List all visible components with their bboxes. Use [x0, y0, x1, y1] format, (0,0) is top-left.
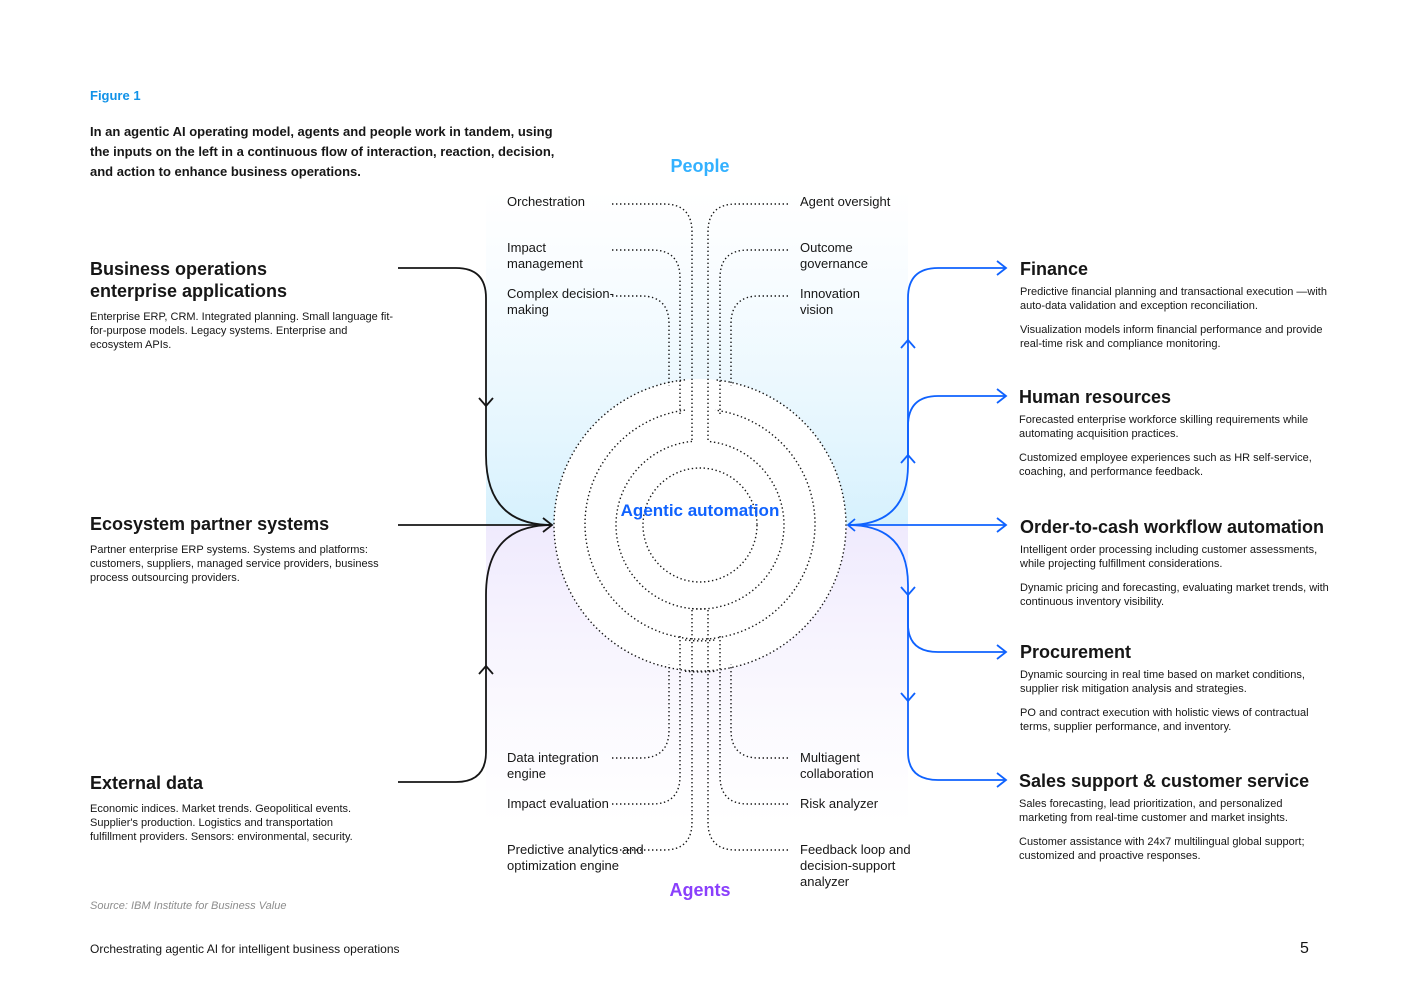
output-description: Customer assistance with 24x7 multilingu… [1019, 836, 1305, 862]
output-description: PO and contract execution with holistic … [1020, 707, 1309, 733]
people-item-orchestration: Orchestration [507, 194, 586, 209]
input-description: Partner enterprise ERP systems. Systems … [90, 544, 379, 584]
agent-item-multiagent-collaboration: Multiagent collaboration [800, 750, 874, 781]
output-order-to-cash: Order-to-cash workflow automation Intell… [1020, 516, 1330, 609]
output-human-resources: Human resources Forecasted enterprise wo… [1019, 386, 1319, 479]
output-title: Procurement [1020, 642, 1132, 662]
output-title: Human resources [1019, 387, 1172, 407]
agents-label: Agents [669, 880, 731, 900]
input-description: Economic indices. Market trends. Geopoli… [90, 803, 353, 843]
figure-caption: In an agentic AI operating model, agents… [90, 124, 555, 179]
output-description: Sales forecasting, lead prioritization, … [1019, 798, 1288, 824]
page-number: 5 [1300, 940, 1309, 957]
output-description: Visualization models inform financial pe… [1020, 324, 1323, 350]
input-title: Ecosystem partner systems [90, 514, 330, 534]
agent-item-impact-evaluation: Impact evaluation [507, 796, 609, 811]
output-title: Sales support & customer service [1019, 771, 1310, 791]
input-connectors [398, 267, 554, 783]
agent-item-predictive-analytics: Predictive analytics and optimization en… [507, 842, 644, 873]
people-item-agent-oversight: Agent oversight [800, 194, 891, 209]
input-ecosystem-partners: Ecosystem partner systems Partner enterp… [90, 513, 400, 585]
output-description: Dynamic sourcing in real time based on m… [1020, 669, 1305, 695]
page-footer: Orchestrating agentic AI for intelligent… [90, 942, 400, 956]
output-title: Order-to-cash workflow automation [1020, 517, 1325, 537]
agent-item-risk-analyzer: Risk analyzer [800, 796, 879, 811]
figure-label: Figure 1 [90, 88, 141, 103]
input-business-operations: Business operations enterprise applicati… [90, 258, 400, 352]
input-description: Enterprise ERP, CRM. Integrated planning… [90, 311, 394, 351]
output-sales-support: Sales support & customer service Sales f… [1019, 770, 1324, 863]
agentic-automation-label: Agentic automation [620, 501, 780, 520]
dotted-spokes [612, 203, 788, 851]
output-description: Customized employee experiences such as … [1019, 452, 1312, 478]
output-title: Finance [1020, 259, 1089, 279]
output-description: Forecasted enterprise workforce skilling… [1019, 414, 1309, 440]
input-external-data: External data Economic indices. Market t… [90, 772, 380, 844]
input-title: External data [90, 773, 204, 793]
people-item-complex-decision-making: Complex decision-making [507, 286, 614, 317]
agent-item-data-integration-engine: Data integration engine [507, 750, 599, 781]
output-finance: Finance Predictive financial planning an… [1020, 258, 1330, 351]
output-description: Intelligent order processing including c… [1020, 544, 1318, 570]
people-item-outcome-governance: Outcome governance [800, 240, 868, 271]
output-description: Predictive financial planning and transa… [1020, 286, 1327, 312]
people-item-impact-management: Impact management [507, 240, 583, 271]
output-procurement: Procurement Dynamic sourcing in real tim… [1020, 641, 1332, 734]
people-label: People [670, 156, 730, 176]
center-rings [553, 379, 847, 673]
output-connectors [846, 260, 1008, 788]
people-item-innovation-vision: Innovation vision [800, 286, 860, 317]
source-note: Source: IBM Institute for Business Value [90, 900, 287, 912]
input-title: Business operations enterprise applicati… [90, 259, 288, 301]
agent-item-feedback-loop: Feedback loop and decision-support analy… [800, 842, 911, 889]
output-description: Dynamic pricing and forecasting, evaluat… [1020, 582, 1329, 608]
